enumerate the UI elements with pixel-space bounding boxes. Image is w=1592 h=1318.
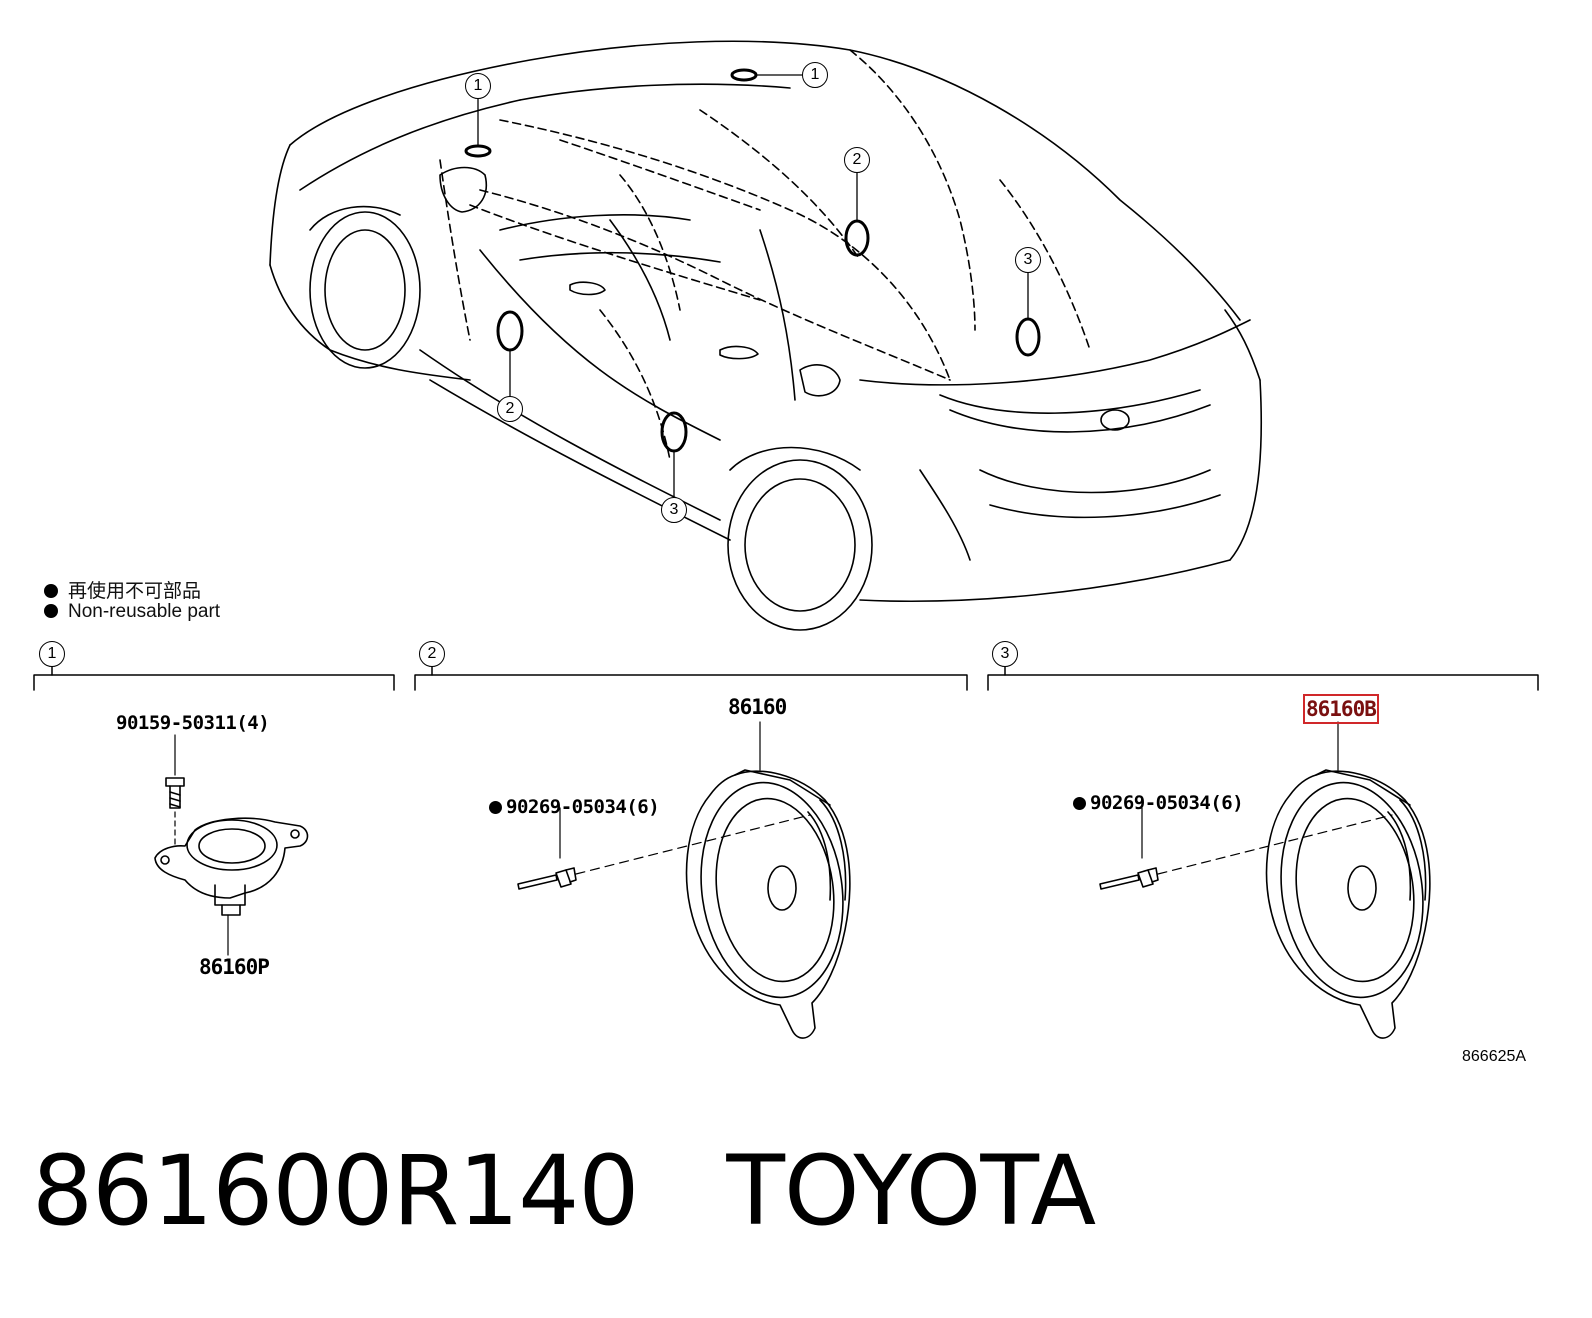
rear-speaker-part-number: 86160B [1303,694,1379,724]
non-reusable-dot-icon [489,801,502,814]
speaker-mark-1b [730,68,758,82]
rear-speaker-86160B [1099,721,1431,1039]
speaker-mark-3a [1015,317,1041,357]
callout-1-front: 1 [465,73,491,99]
door-speaker-part-number: 86160 [728,695,787,719]
section-1-bracket [33,674,395,691]
figure-id: 866625A [1462,1048,1527,1065]
brand-text: TOYOTA [726,1135,1096,1247]
section-2-bracket [414,674,968,691]
section-2-number: 2 [419,641,445,667]
callout-1-rear: 1 [802,62,828,88]
section-3-bracket [987,674,1539,691]
callout-2-front-door: 2 [497,396,523,422]
callout-3-rear-right: 3 [1015,247,1041,273]
section-1-number: 1 [39,641,65,667]
door-speaker-86160 [517,721,851,1039]
part-number-text: 861600R140 [32,1135,639,1247]
screw-part-number: 90159-50311(4) [116,712,270,734]
non-reusable-dot-icon [44,604,58,618]
section-brackets [33,663,1539,691]
callout-leaders [477,74,1029,498]
part-title: 861600R140 TOYOTA [32,1135,1096,1247]
tweeter-speaker-86160P [154,734,309,956]
non-reusable-dot-icon [44,584,58,598]
rivet-part-number-3: 90269-05034(6) [1073,792,1244,814]
non-reusable-dot-icon [1073,797,1086,810]
speaker-mark-3b [660,411,688,453]
speaker-mark-1a [464,144,492,158]
legend-english: Non-reusable part [44,601,220,623]
speaker-location-marks [464,68,1041,453]
tweeter-part-number: 86160P [199,955,270,979]
section-3-number: 3 [992,641,1018,667]
legend-japanese: 再使用不可部品 [44,576,201,603]
callout-2-rear-door: 2 [844,147,870,173]
callout-3-rear-door: 3 [661,497,687,523]
rivet-part-number-2: 90269-05034(6) [489,796,660,818]
speaker-mark-2b [496,310,524,352]
car-illustration [269,40,1263,631]
